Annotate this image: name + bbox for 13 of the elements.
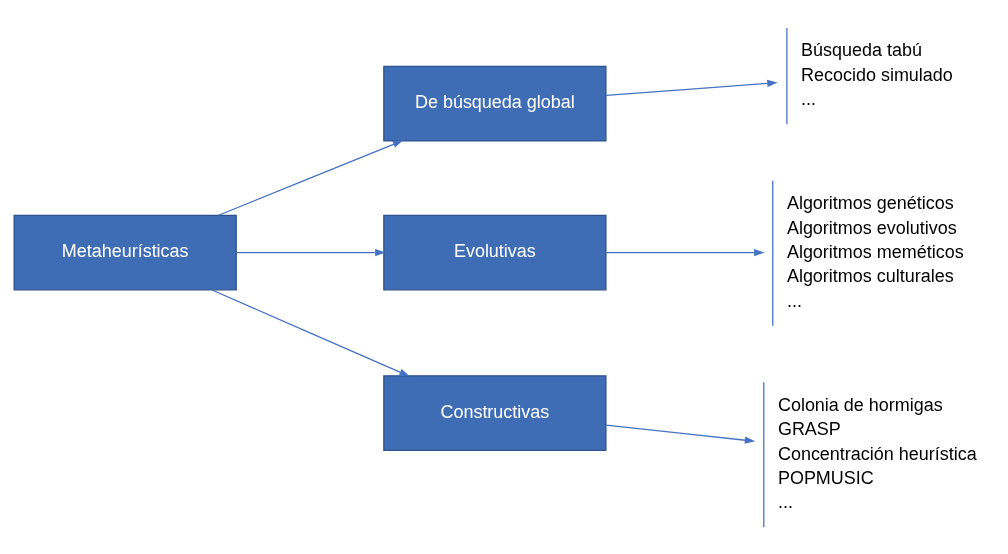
arrow <box>605 249 764 257</box>
arrow <box>235 249 385 257</box>
arrow <box>217 140 403 216</box>
arrow <box>210 289 410 377</box>
node-text: Búsqueda tabú Recocido simulado ... <box>800 40 953 110</box>
arrow <box>605 79 778 97</box>
node-text: Algoritmos genéticos Algoritmos evolutivos Algoritmos meméticos Algoritmos culturales ... <box>786 193 964 311</box>
node-box: Evolutivas <box>382 214 607 291</box>
node-box: De búsqueda global <box>382 65 607 142</box>
arrow <box>605 424 755 444</box>
node-text: Colonia de hormigas GRASP Concentración heurística POPMUSIC ... <box>777 394 977 513</box>
node-box: Constructivas <box>382 375 607 451</box>
node-box: Metaheurísticas <box>13 214 237 291</box>
